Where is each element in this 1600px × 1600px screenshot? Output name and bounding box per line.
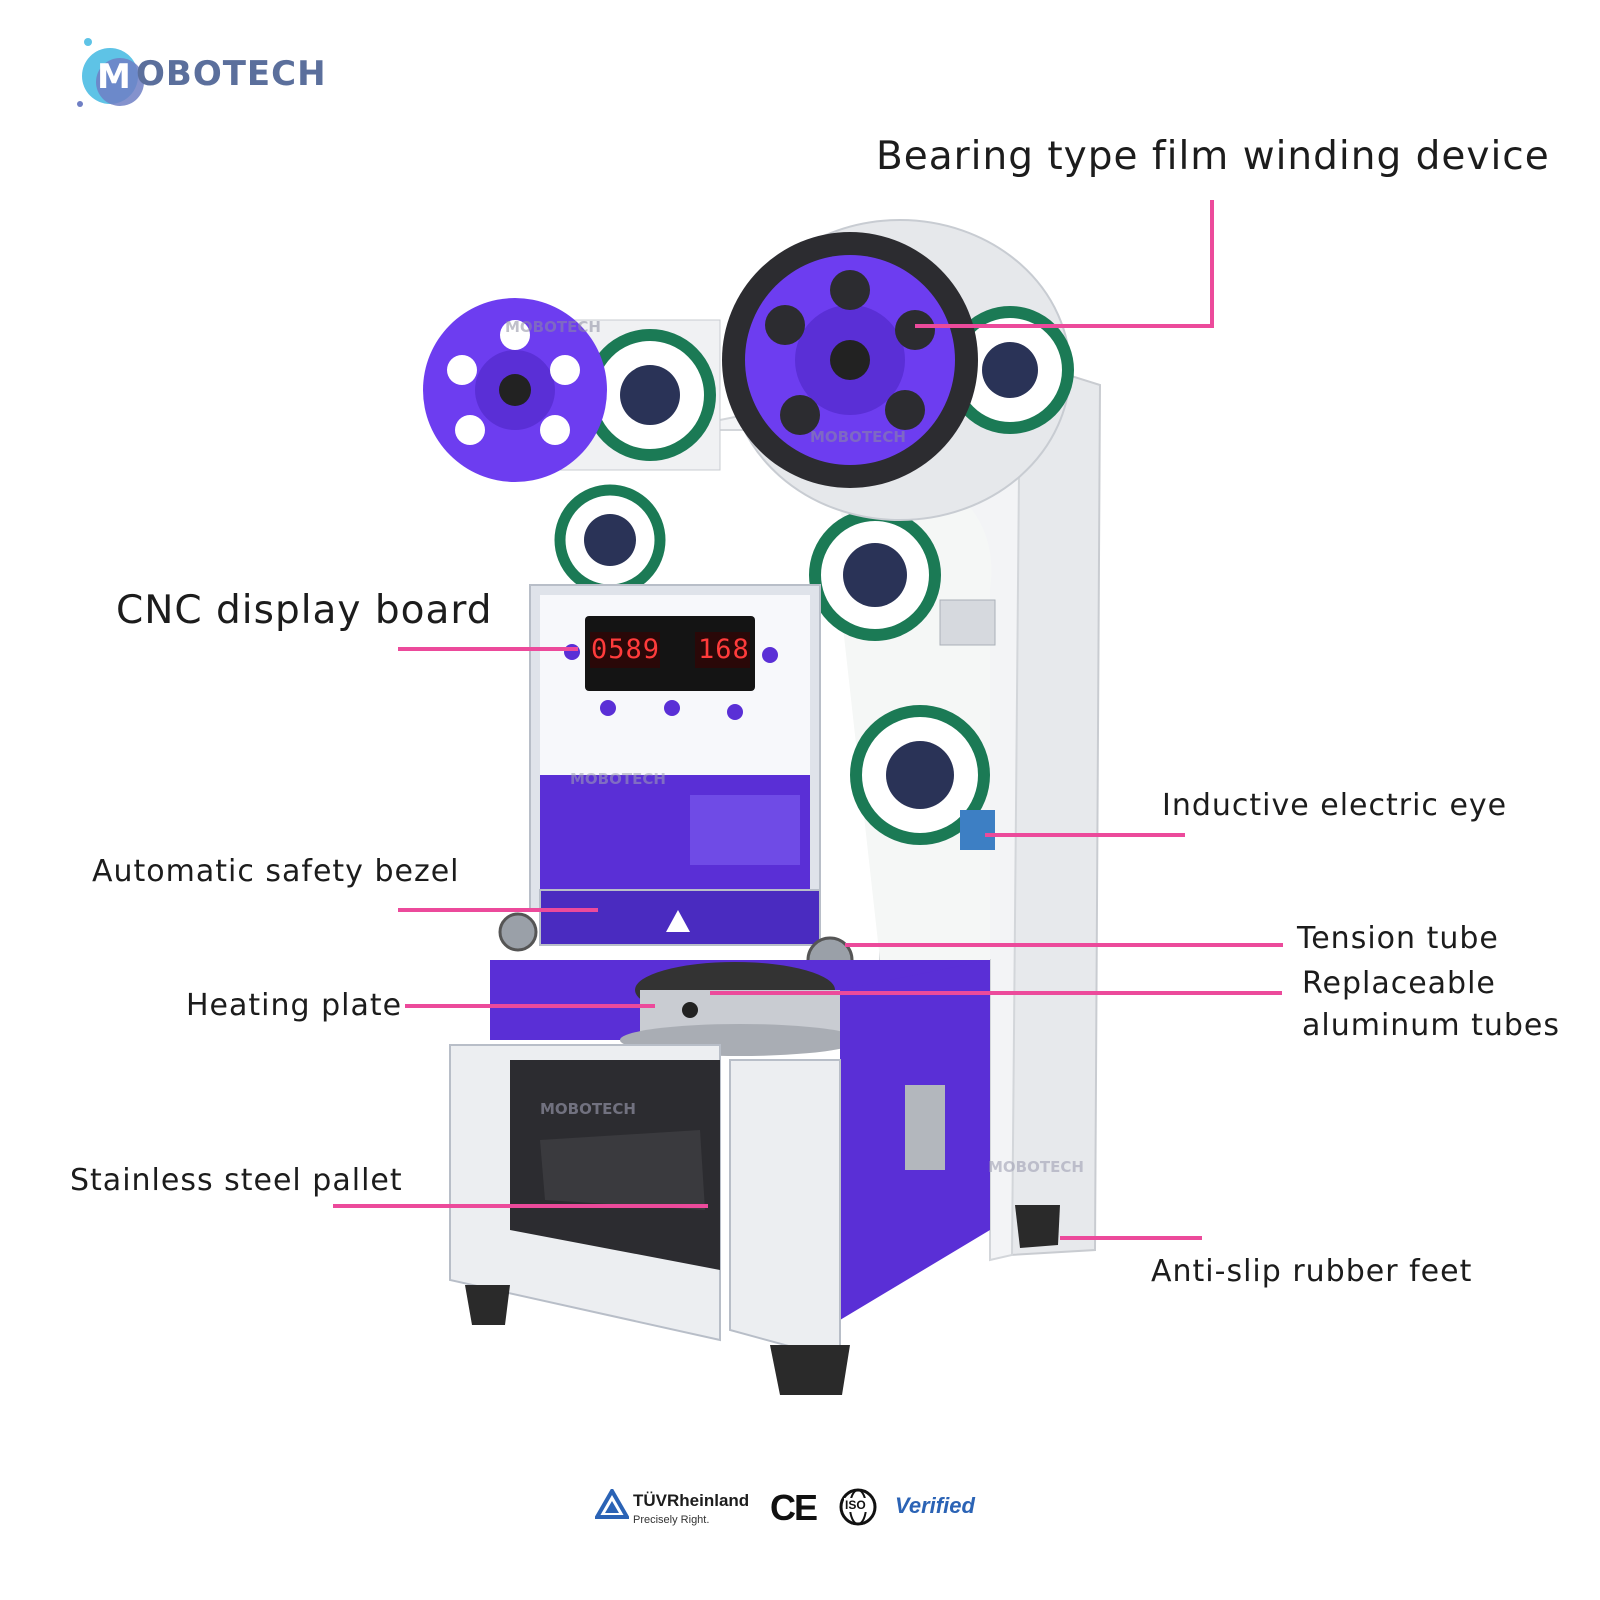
label-anti-slip-rubber-feet: Anti-slip rubber feet bbox=[1151, 1254, 1473, 1289]
watermark: MOBOTECH bbox=[540, 1100, 636, 1118]
display-left-readout: 0589 bbox=[591, 634, 661, 665]
label-cnc-display-board: CNC display board bbox=[116, 588, 493, 633]
brand-logo: M OBOTECH bbox=[70, 36, 330, 116]
leader-safety-bezel bbox=[398, 908, 598, 912]
verified-mark: Verified bbox=[895, 1493, 975, 1518]
tuv-slogan: Precisely Right. bbox=[633, 1514, 710, 1526]
label-tension-tube: Tension tube bbox=[1297, 921, 1499, 956]
label-automatic-safety-bezel: Automatic safety bezel bbox=[92, 854, 460, 889]
leader-film-winding-vertical bbox=[1210, 200, 1214, 328]
leader-film-winding-horizontal bbox=[915, 324, 1214, 328]
svg-text:M: M bbox=[97, 57, 131, 97]
certification-bar: TÜVRheinland Precisely Right. CE ISO Ver… bbox=[595, 1485, 985, 1535]
tuv-name: TÜVRheinland bbox=[633, 1491, 750, 1510]
label-replaceable: Replaceable bbox=[1302, 966, 1496, 1001]
leader-tension-tube bbox=[845, 943, 1283, 947]
label-heating-plate: Heating plate bbox=[186, 988, 403, 1023]
iso-mark: ISO bbox=[844, 1498, 867, 1512]
label-aluminum-tubes: aluminum tubes bbox=[1302, 1008, 1560, 1043]
watermark: MOBOTECH bbox=[505, 318, 601, 336]
tuv-triangle-icon bbox=[595, 1489, 629, 1519]
leader-aluminum-tubes bbox=[710, 991, 1282, 995]
leader-heating-plate bbox=[405, 1004, 655, 1008]
watermark: MOBOTECH bbox=[810, 428, 906, 446]
display-right-readout: 168 bbox=[698, 634, 750, 665]
leader-rubber-feet bbox=[1060, 1236, 1202, 1240]
logo-mark-icon: M bbox=[77, 38, 144, 107]
brand-name: OBOTECH bbox=[136, 54, 327, 94]
label-stainless-steel-pallet: Stainless steel pallet bbox=[70, 1163, 403, 1198]
leader-electric-eye bbox=[985, 833, 1185, 837]
leader-pallet bbox=[333, 1204, 708, 1208]
label-film-winding-device: Bearing type film winding device bbox=[876, 134, 1550, 179]
leader-cnc-display bbox=[398, 647, 578, 651]
watermark: MOBOTECH bbox=[570, 770, 666, 788]
ce-mark: CE bbox=[770, 1487, 818, 1528]
watermark: MOBOTECH bbox=[988, 1158, 1084, 1176]
label-inductive-electric-eye: Inductive electric eye bbox=[1162, 788, 1508, 823]
